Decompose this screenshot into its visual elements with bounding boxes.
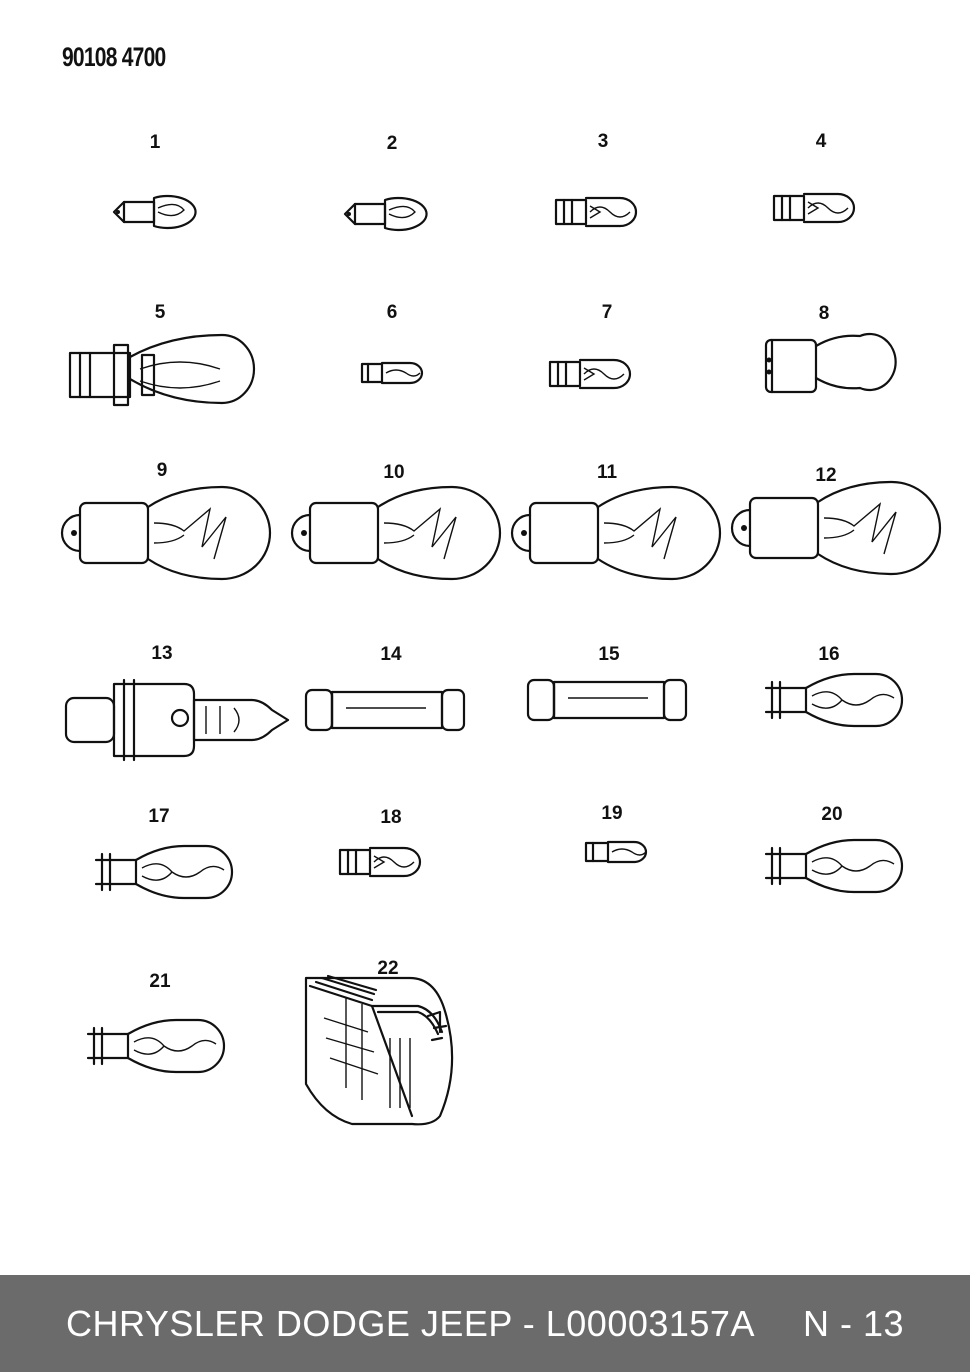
bulb-7: [548, 358, 632, 390]
callout-18: 18: [380, 807, 402, 828]
bulb-17: [94, 844, 234, 900]
bulb-15: [526, 678, 688, 722]
footer-title: CHRYSLER DODGE JEEP - L00003157A: [65, 1302, 755, 1344]
callout-19: 19: [601, 803, 623, 824]
bulb-16: [764, 672, 904, 728]
callout-20: 20: [821, 804, 843, 825]
bulb-5: [68, 333, 256, 407]
footer-bar: CHRYSLER DODGE JEEP - L00003157A N - 13: [0, 1275, 970, 1372]
callout-13: 13: [151, 643, 173, 664]
bulb-14: [304, 688, 466, 732]
callout-12: 12: [815, 465, 837, 486]
bulb-3: [554, 196, 638, 228]
bulb-19: [584, 840, 648, 864]
bulb-10: [290, 485, 502, 581]
bulb-drawings: [60, 192, 942, 1126]
callout-6: 6: [386, 302, 398, 323]
callout-8: 8: [818, 303, 830, 324]
callout-10: 10: [383, 462, 405, 483]
bulb-12: [730, 480, 942, 576]
callout-22: 22: [377, 958, 399, 979]
bulb-1: [112, 194, 197, 230]
bulb-6: [360, 361, 424, 385]
callout-17: 17: [148, 806, 170, 827]
callout-3: 3: [597, 131, 609, 152]
callout-21: 21: [149, 971, 171, 992]
callout-1: 1: [149, 132, 161, 153]
callout-4: 4: [815, 131, 827, 152]
parts-diagram: 90108 4700 1 2 3 4 5 6 7 8 9 10 11 12 13…: [60, 42, 942, 1126]
bulb-4: [772, 192, 856, 224]
bulb-11: [510, 485, 722, 581]
callout-2: 2: [386, 133, 398, 154]
callout-9: 9: [156, 460, 168, 481]
bulb-21: [86, 1018, 226, 1074]
footer-page-number: N - 13: [802, 1302, 905, 1344]
bulb-22: [304, 974, 454, 1126]
bulb-2: [343, 196, 428, 232]
bulb-9: [60, 485, 272, 581]
callout-7: 7: [601, 302, 613, 323]
callout-16: 16: [818, 644, 840, 665]
callout-11: 11: [596, 462, 618, 483]
callout-14: 14: [380, 644, 402, 665]
bulb-20: [764, 838, 904, 894]
bulb-13: [64, 678, 290, 762]
callout-15: 15: [598, 644, 620, 665]
document-number: 90108 4700: [62, 42, 166, 72]
bulb-8: [764, 332, 897, 394]
bulb-18: [338, 846, 422, 878]
callout-5: 5: [154, 302, 166, 323]
